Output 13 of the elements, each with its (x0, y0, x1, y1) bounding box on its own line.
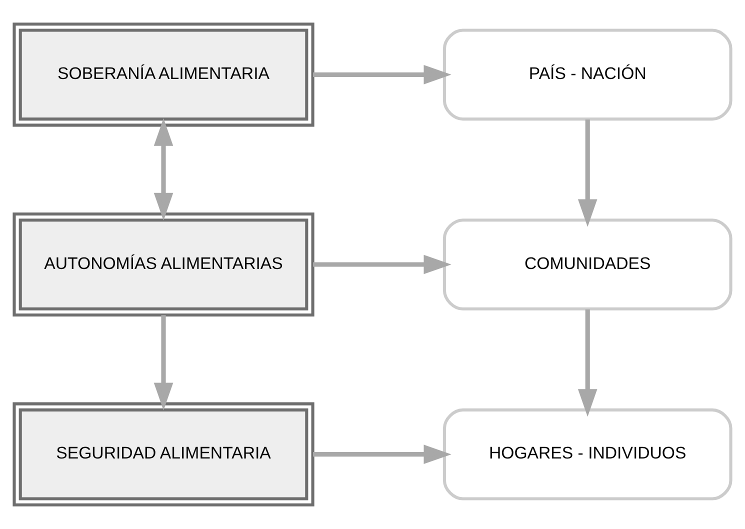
arrow (313, 254, 452, 274)
arrow (154, 118, 174, 221)
arrow (313, 64, 452, 84)
arrow (578, 309, 598, 417)
arrow (578, 120, 598, 227)
node-box: SOBERANÍA ALIMENTARIA (12, 22, 314, 127)
node-box: HOGARES - INDIVIDUOS (442, 408, 732, 500)
node-box: SEGURIDAD ALIMENTARIA (12, 402, 314, 506)
node-box: AUTONOMÍAS ALIMENTARIAS (12, 212, 314, 317)
node-box: PAÍS - NACIÓN (442, 28, 732, 121)
node-box: COMUNIDADES (442, 218, 732, 310)
arrow (313, 444, 452, 464)
arrow (154, 315, 174, 410)
